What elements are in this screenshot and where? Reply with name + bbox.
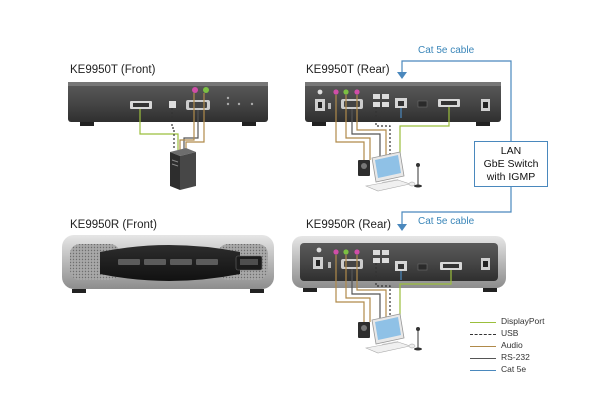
audio-out-jack-icon	[192, 87, 198, 93]
ke9950t-front-unit	[68, 82, 268, 126]
legend-label: Audio	[501, 340, 523, 350]
legend-item: Cat 5e	[470, 364, 580, 376]
usb-port-icon	[373, 94, 380, 99]
computer-tower-icon	[170, 148, 196, 190]
cable-label-top: Cat 5e cable	[418, 45, 475, 56]
front-t-cables	[139, 93, 205, 150]
legend-swatch	[470, 358, 496, 359]
ke9950r-front-label: KE9950R (Front)	[70, 219, 157, 231]
keyboard-icon	[364, 341, 412, 354]
legend-swatch	[470, 322, 496, 323]
usb-port-icon	[169, 101, 176, 108]
cat5e-network-lines	[397, 60, 512, 231]
mouse-icon	[408, 343, 416, 349]
ke9950t-rear-unit	[305, 82, 501, 126]
legend-swatch	[470, 334, 496, 335]
legend-item: Audio	[470, 340, 580, 352]
lan-switch-line3: with IGMP	[486, 170, 536, 183]
legend-label: DisplayPort	[501, 316, 545, 326]
ke9950t-front-label: KE9950T (Front)	[70, 64, 156, 76]
keyboard-icon	[364, 179, 412, 192]
workstation-icon	[358, 151, 422, 192]
legend-label: USB	[501, 328, 519, 338]
ke9950r-rear-label: KE9950R (Rear)	[306, 219, 392, 231]
lan-switch-box: LAN GbE Switch with IGMP	[474, 141, 548, 187]
legend-item: USB	[470, 328, 580, 340]
mouse-icon	[408, 181, 416, 187]
legend: DisplayPort USB Audio RS-232 Cat 5e	[470, 316, 580, 376]
lan-switch-line2: GbE Switch	[483, 157, 539, 170]
workstation-icon	[358, 313, 422, 354]
legend-swatch	[470, 370, 496, 371]
rear-t-cables	[335, 95, 450, 160]
ke9950t-rear-label: KE9950T (Rear)	[306, 64, 390, 76]
legend-label: Cat 5e	[501, 364, 527, 374]
ke9950r-rear-unit	[292, 236, 506, 292]
legend-label: RS-232	[501, 352, 530, 362]
usb-port-icon	[373, 250, 380, 255]
rear-r-cables	[335, 255, 452, 322]
audio-in-jack-icon	[203, 87, 209, 93]
legend-item: DisplayPort	[470, 316, 580, 328]
legend-item: RS-232	[470, 352, 580, 364]
lan-switch-line1: LAN	[500, 144, 522, 157]
ke9950r-front-unit	[62, 235, 274, 293]
legend-swatch	[470, 346, 496, 347]
cable-label-bottom: Cat 5e cable	[418, 216, 475, 227]
